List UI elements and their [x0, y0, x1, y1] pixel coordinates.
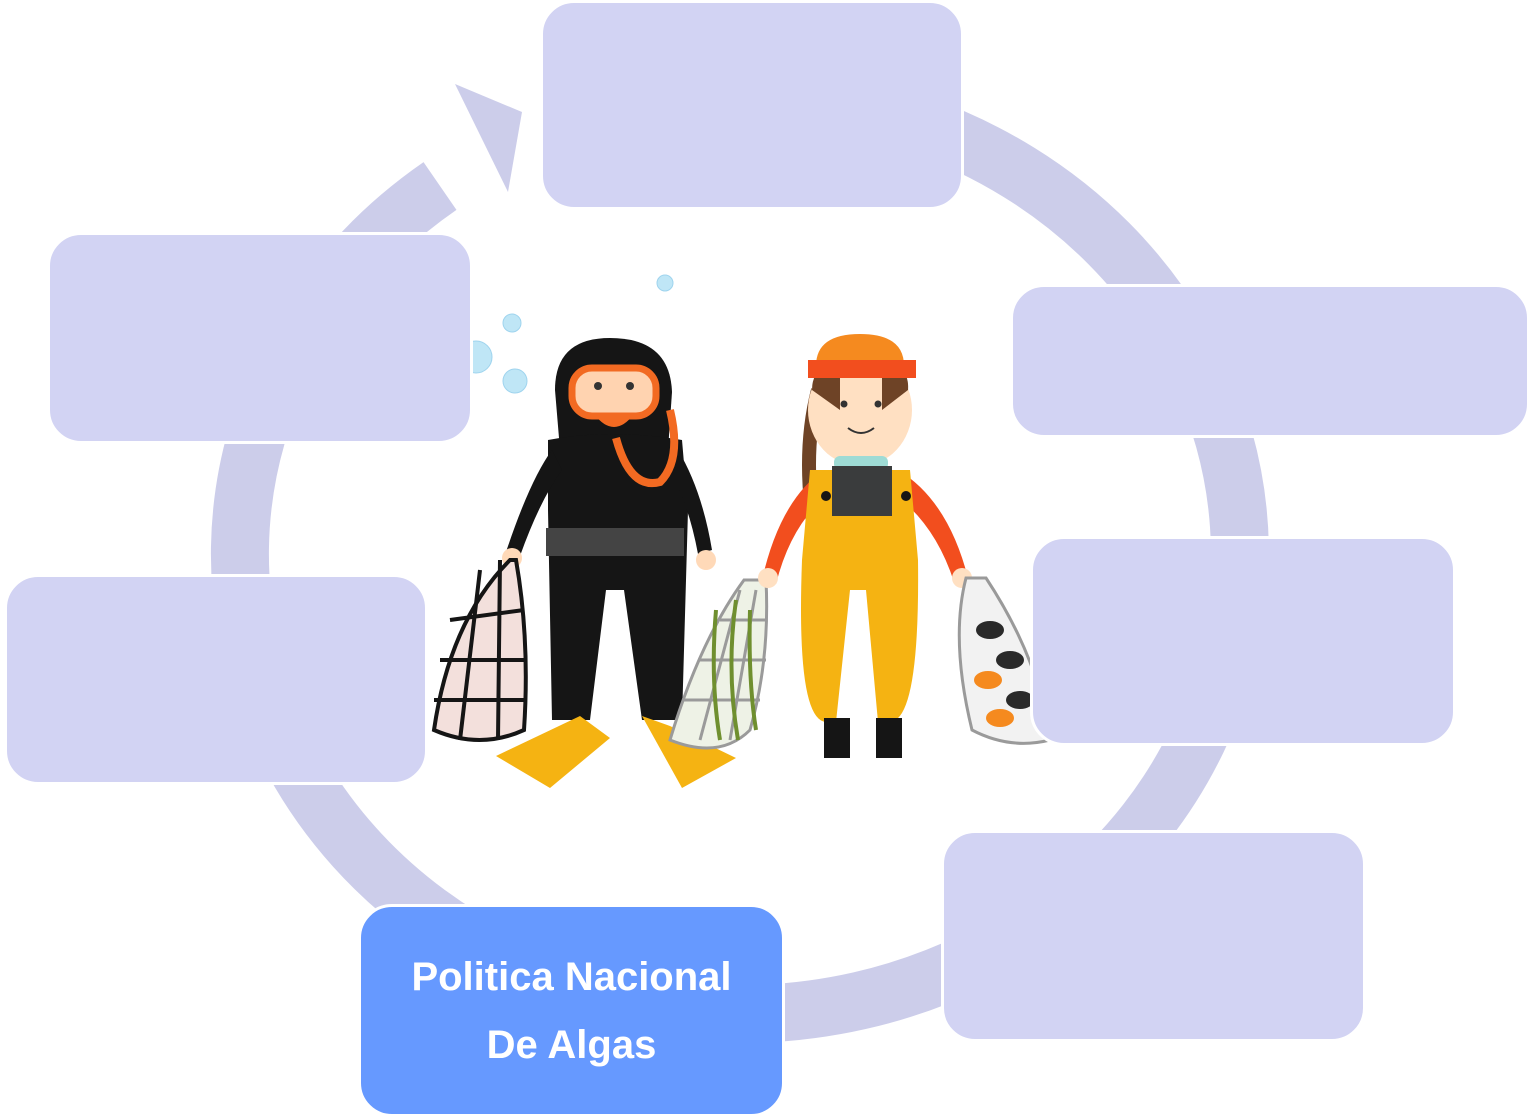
cycle-box-lower-right: [941, 830, 1366, 1042]
seaweed-net: [668, 578, 769, 750]
net-icon: [431, 558, 528, 742]
mussel-net: [957, 576, 1052, 745]
cycle-box-top: [540, 0, 964, 210]
fisher-woman-icon: [758, 334, 972, 758]
cycle-box-lower-left: [4, 574, 428, 785]
cycle-box-upper-left: [47, 232, 473, 444]
cycle-box-upper-right: [1010, 284, 1528, 438]
cycle-box-politica-nacional: Politica Nacional De Algas: [358, 904, 785, 1117]
fishers-illustration: [431, 274, 1052, 788]
cycle-arrowhead-icon: [455, 84, 522, 192]
cycle-box-middle-right: [1030, 536, 1456, 746]
diver-icon: [496, 338, 736, 788]
